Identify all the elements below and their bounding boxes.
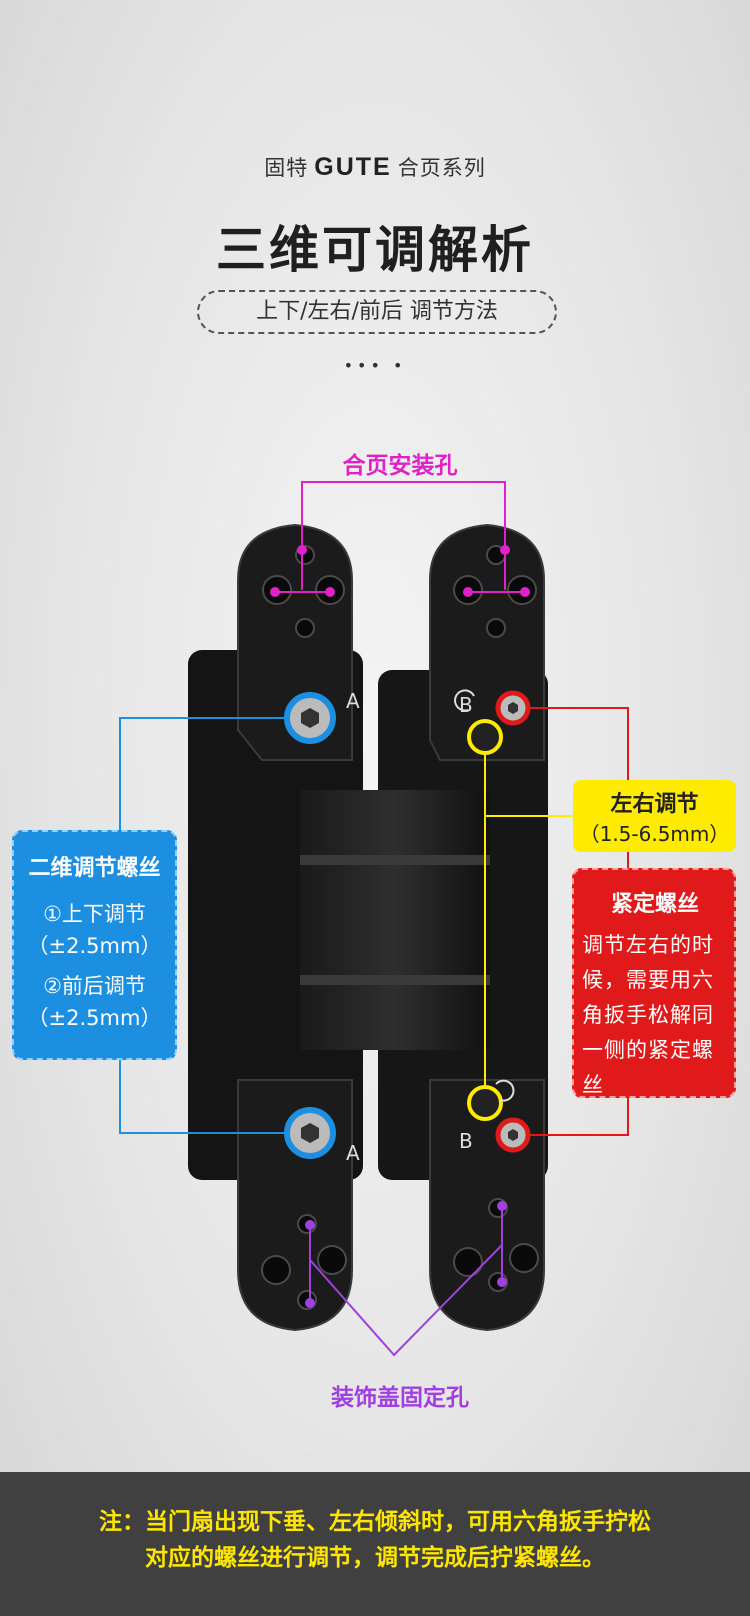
red-box-body: 调节左右的时候，需要用六角扳手松解同一侧的紧定螺丝 (582, 933, 714, 1097)
blue-box-line-4: （±2.5mm） (27, 1006, 162, 1030)
mount-hole-dots (270, 545, 530, 597)
mount-holes-label: 合页安装孔 (342, 453, 458, 479)
rotation-arrow-icon (454, 689, 515, 1102)
cover-holes-label: 装饰盖固定孔 (331, 1385, 469, 1411)
mark-a-top: A (346, 689, 360, 713)
blue-box-line-3: ②前后调节 (43, 974, 146, 998)
mark-b-bottom: B (459, 1129, 473, 1153)
blue-adjust-screw-top (284, 692, 336, 744)
blue-box-line-2: （±2.5mm） (27, 934, 162, 958)
yellow-adjust-screw-top (467, 719, 503, 755)
red-lock-screw-top (495, 690, 531, 726)
subtitle-pill: 上下/左右/前后 调节方法 (197, 290, 557, 334)
blue-box-title: 二维调节螺丝 (28, 856, 161, 881)
yellow-box-title: 左右调节 (610, 792, 699, 817)
lock-screw-box: 紧定螺丝 调节左右的时候，需要用六角扳手松解同一侧的紧定螺丝 (572, 868, 736, 1098)
yellow-adjust-screw-bottom (467, 1085, 503, 1121)
hinge-knuckle (300, 790, 490, 1050)
footer-note: 注：当门扇出现下垂、左右倾斜时，可用六角扳手拧松 对应的螺丝进行调节，调节完成后… (0, 1472, 750, 1616)
mark-b-top: B (459, 693, 473, 717)
footer-line-2: 对应的螺丝进行调节，调节完成后拧紧螺丝。 (145, 1545, 605, 1571)
brand-logo: GUTE (314, 153, 392, 181)
page-title: 三维可调解析 (216, 221, 534, 279)
blue-adjust-screw-bottom (284, 1107, 336, 1159)
bottom-mount-holes (261, 1198, 539, 1310)
blue-leader (119, 717, 287, 1134)
top-mount-holes (262, 545, 537, 638)
lateral-adjust-box: 左右调节 （1.5-6.5mm） (573, 780, 736, 852)
2d-adjust-screw-box: 二维调节螺丝 ①上下调节 （±2.5mm） ②前后调节 （±2.5mm） (12, 830, 177, 1060)
red-box-title: 紧定螺丝 (610, 892, 699, 917)
footer-line-1: 注：当门扇出现下垂、左右倾斜时，可用六角扳手拧松 (99, 1509, 651, 1535)
blue-box-line-1: ①上下调节 (43, 902, 146, 926)
hinge-illustration: A A B B (119, 481, 629, 1357)
brand-prefix: 固特 (264, 156, 309, 180)
red-lock-screw-bottom (495, 1117, 531, 1153)
mark-a-bottom: A (346, 1141, 360, 1165)
cover-hole-dots (305, 1201, 507, 1308)
decorative-dots: ••• • (343, 356, 407, 375)
brand-suffix: 合页系列 (397, 156, 486, 180)
mount-hole-leader (272, 481, 525, 593)
yellow-box-range: （1.5-6.5mm） (579, 822, 730, 846)
cover-hole-leader (309, 1206, 503, 1357)
yellow-leader (484, 753, 573, 1087)
